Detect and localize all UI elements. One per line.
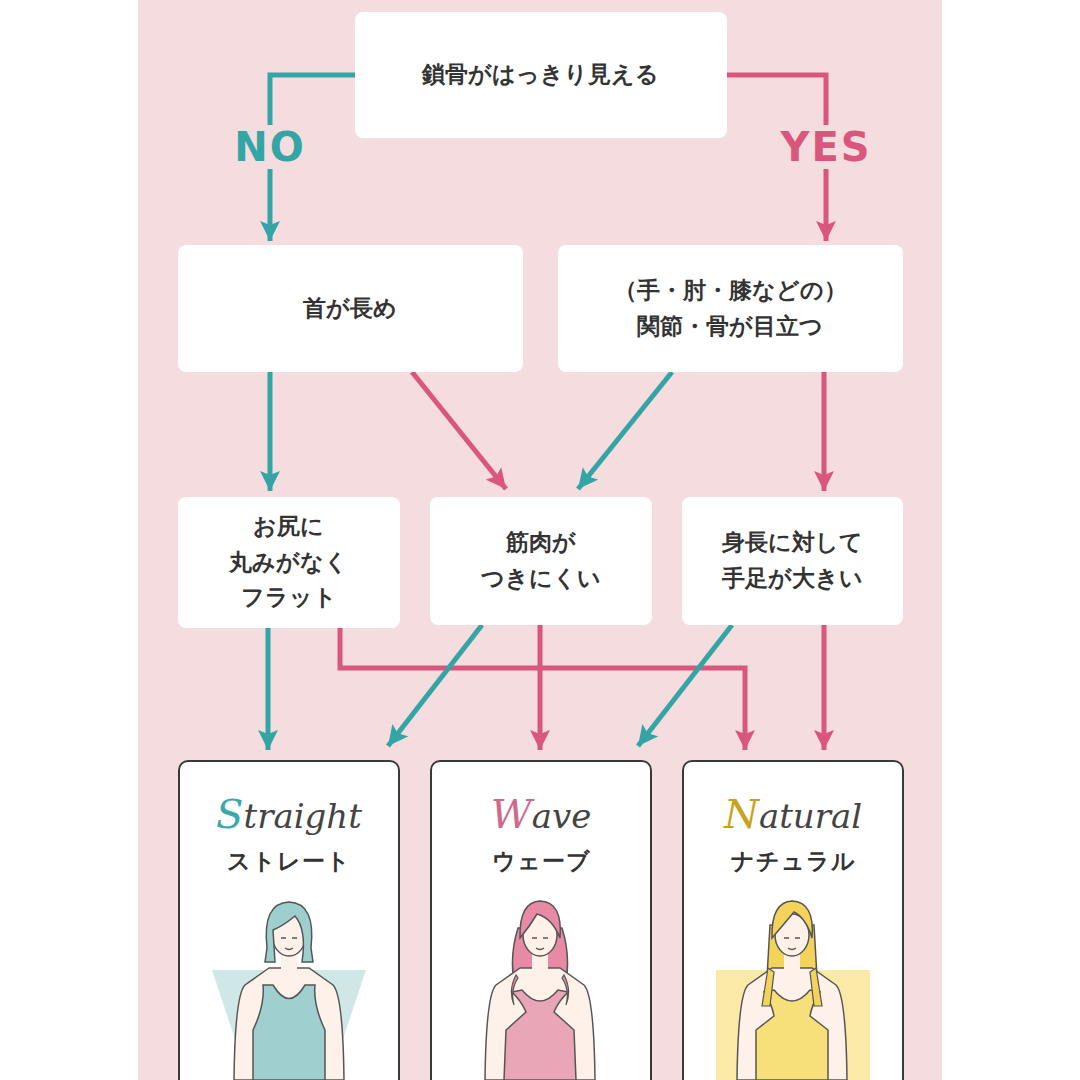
- type-card: Wave ウェーブ: [430, 760, 652, 1080]
- flow-arrow: [266, 628, 271, 750]
- type-card: Natural ナチュラル: [682, 760, 904, 1080]
- question-box: 鎖骨がはっきり見える: [355, 12, 727, 138]
- card-fill: [178, 760, 400, 1080]
- flow-arrow: [578, 372, 672, 489]
- flow-arrow: [388, 625, 482, 746]
- figure-hair: [511, 975, 568, 1005]
- figure-features: [532, 938, 548, 950]
- question-box: お尻に 丸みがなく フラット: [178, 497, 400, 628]
- figure-body: [234, 968, 344, 1080]
- tank-top: [504, 990, 576, 1080]
- question-text: 身長に対して 手足が大きい: [719, 525, 865, 596]
- flow-arrow: [538, 625, 543, 750]
- question-text: 鎖骨がはっきり見える: [422, 57, 660, 93]
- woman-figure: [737, 901, 847, 1080]
- card-fill: [682, 760, 904, 1080]
- question-box: 首が長め: [178, 245, 523, 372]
- type-name: ウェーブ: [492, 844, 591, 880]
- figure-hair: [265, 902, 313, 962]
- question-box: （手・肘・膝などの） 関節・骨が目立つ: [558, 245, 903, 372]
- woman-figure: [234, 902, 344, 1080]
- type-name: ナチュラル: [731, 844, 856, 880]
- figure-body: [737, 968, 847, 1080]
- type-heading: Straight: [216, 790, 362, 838]
- tank-top: [253, 985, 325, 1080]
- flow-arrow: [268, 372, 273, 491]
- figure-hair: [762, 968, 822, 1006]
- question-box: 身長に対して 手足が大きい: [682, 497, 903, 625]
- question-text: （手・肘・膝などの） 関節・骨が目立つ: [611, 273, 849, 344]
- woman-figure: [485, 901, 595, 1080]
- flow-arrow: [822, 372, 827, 491]
- question-box: 筋肉が つきにくい: [430, 497, 652, 625]
- type-heading: Wave: [491, 790, 592, 838]
- branch-label: NO: [228, 125, 311, 169]
- figure-features: [784, 938, 800, 950]
- question-text: 首が長め: [300, 291, 400, 327]
- figure-hair: [772, 901, 812, 938]
- flow-arrow: [822, 625, 827, 750]
- question-text: お尻に 丸みがなく フラット: [227, 509, 350, 616]
- figure-body: [485, 968, 595, 1080]
- card-fill: [430, 760, 652, 1080]
- type-card: Straight ストレート: [178, 760, 400, 1080]
- flow-arrow: [638, 625, 732, 746]
- type-name: ストレート: [227, 844, 351, 880]
- figure-features: [281, 938, 297, 950]
- branch-label: YES: [774, 125, 877, 169]
- type-heading: Natural: [724, 790, 862, 838]
- flow-arrow: [412, 372, 506, 489]
- figure-hair: [520, 901, 560, 938]
- question-text: 筋肉が つきにくい: [479, 525, 602, 596]
